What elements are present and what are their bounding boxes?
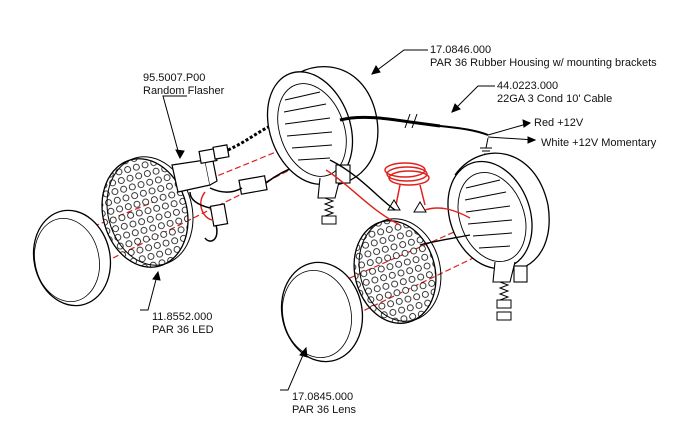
bolt-rear [321, 197, 337, 225]
led-part-number: 11.8552.000 [152, 311, 213, 323]
white-wire-label: White +12V Momentary [541, 137, 657, 149]
led-left [101, 156, 194, 268]
led-right [353, 218, 442, 324]
cable-name: 22GA 3 Cond 10' Cable [497, 93, 613, 105]
flasher-name: Random Flasher [143, 85, 225, 97]
red-wire-coil [384, 162, 430, 206]
bolt-front [496, 281, 512, 321]
random-flasher [171, 144, 268, 227]
wire-connectors [387, 199, 427, 213]
led-name: PAR 36 LED [152, 324, 214, 336]
red-wire-label: Red +12V [534, 117, 584, 129]
lens-right [280, 261, 364, 363]
housing-name: PAR 36 Rubber Housing w/ mounting bracke… [430, 57, 657, 69]
lens-left [32, 209, 112, 307]
housing-front [447, 152, 550, 283]
lens-part-number: 17.0845.000 [292, 391, 354, 403]
lens-name: PAR 36 Lens [292, 404, 357, 416]
housing-wires [325, 159, 471, 246]
housing-rear [266, 66, 379, 199]
cable [339, 113, 536, 155]
cable-part-number: 44.0223.000 [497, 80, 559, 92]
housing-part-number: 17.0846.000 [430, 44, 492, 56]
leader-lines [140, 49, 537, 391]
flasher-part-number: 95.5007.P00 [143, 72, 206, 84]
